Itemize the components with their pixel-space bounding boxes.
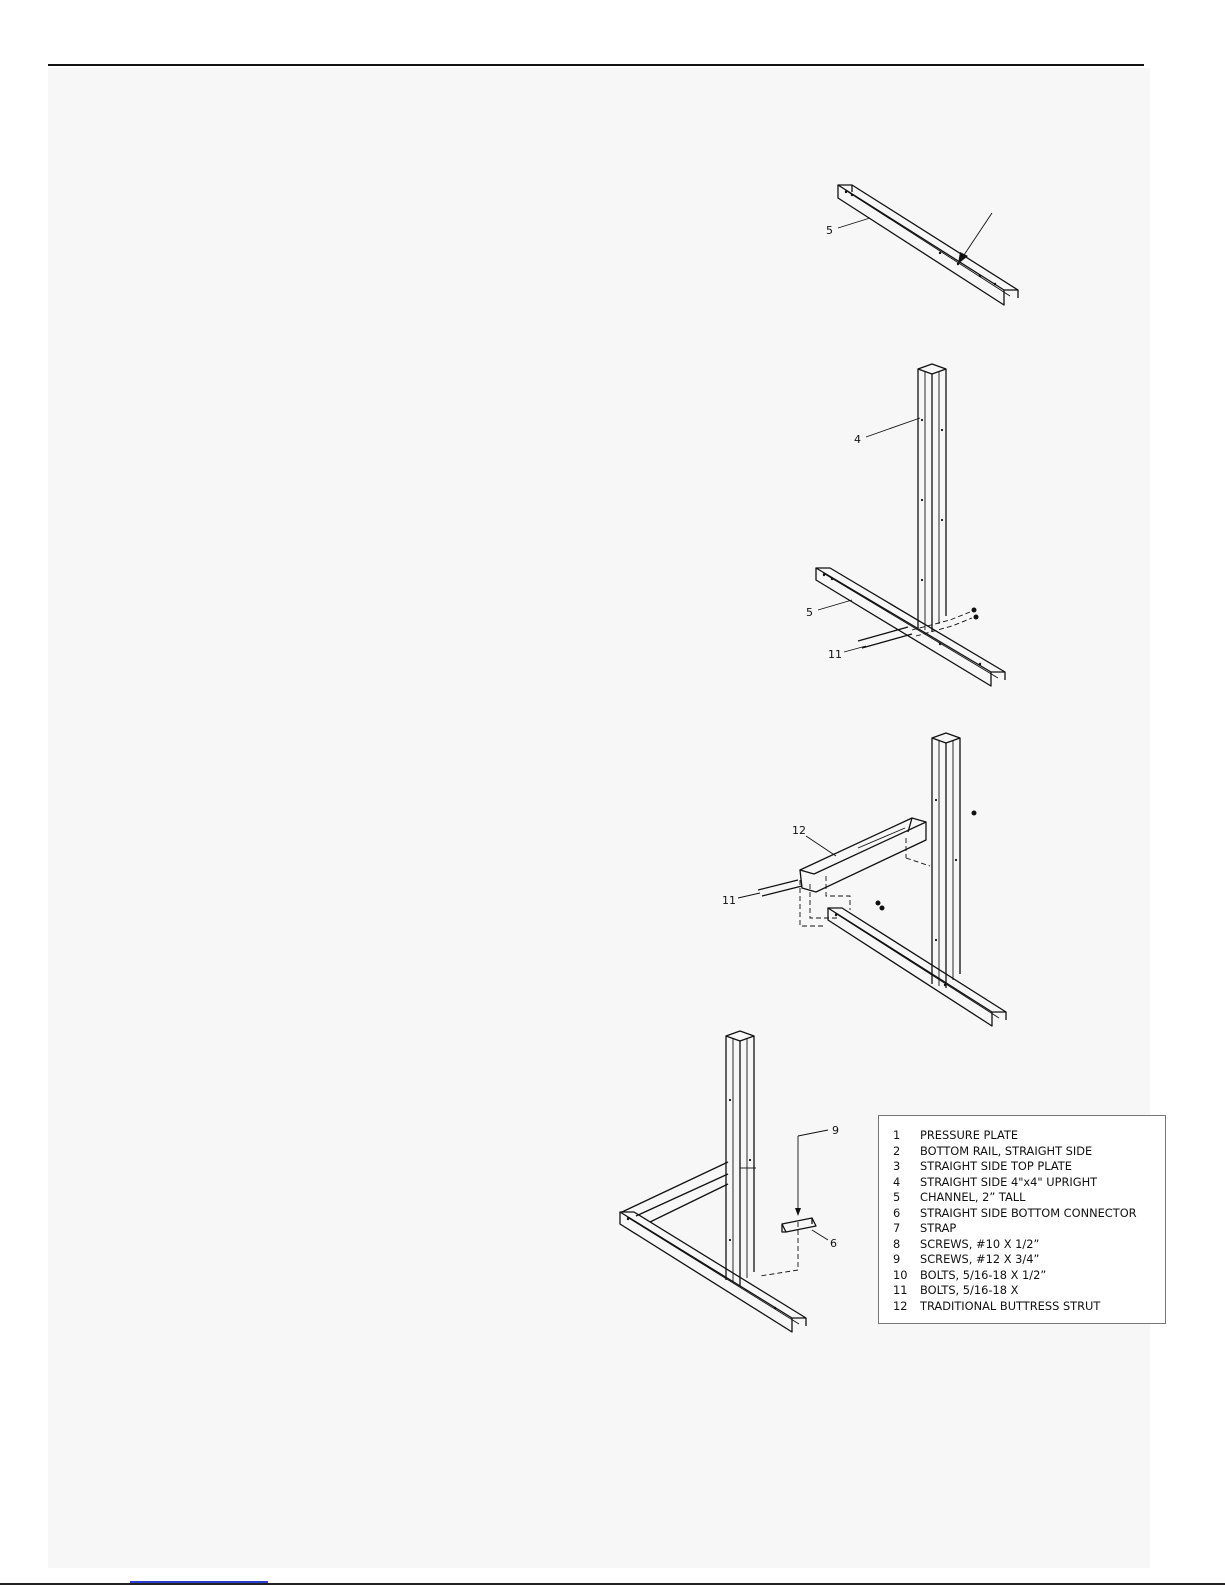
fig1-callout-5: 5 bbox=[826, 224, 833, 237]
legend-label: BOTTOM RAIL, STRAIGHT SIDE bbox=[920, 1144, 1092, 1158]
legend-num: 1 bbox=[893, 1128, 920, 1144]
fig1-arrow-leader bbox=[962, 213, 992, 258]
legend-label: TRADITIONAL BUTTRESS STRUT bbox=[920, 1299, 1100, 1313]
fig2-callout-11: 11 bbox=[828, 648, 842, 661]
legend-num: 2 bbox=[893, 1144, 920, 1160]
fig1-channel-part bbox=[838, 185, 1018, 305]
fig4-bottom-connector bbox=[760, 1130, 828, 1276]
legend-num: 10 bbox=[893, 1268, 920, 1284]
legend-label: STRAP bbox=[920, 1221, 956, 1235]
legend-num: 12 bbox=[893, 1299, 920, 1315]
fig3-bolts bbox=[758, 811, 977, 911]
legend-num: 9 bbox=[893, 1252, 920, 1268]
fig2-upright-part bbox=[918, 364, 946, 632]
fig4-strut-part bbox=[622, 1162, 756, 1222]
fig4-callout-6: 6 bbox=[830, 1237, 837, 1250]
legend-label: BOLTS, 5/16-18 X bbox=[920, 1283, 1018, 1297]
legend-label: PRESSURE PLATE bbox=[920, 1128, 1018, 1142]
legend-label: SCREWS, #12 X 3/4” bbox=[920, 1252, 1039, 1266]
legend-num: 11 bbox=[893, 1283, 920, 1299]
legend-num: 6 bbox=[893, 1206, 920, 1222]
legend-label: STRAIGHT SIDE BOTTOM CONNECTOR bbox=[920, 1206, 1137, 1220]
fig3-leader-12 bbox=[806, 836, 836, 856]
legend-num: 4 bbox=[893, 1175, 920, 1191]
fig3-leader-11 bbox=[738, 893, 760, 898]
legend-num: 8 bbox=[893, 1237, 920, 1253]
fig2-callout-4: 4 bbox=[854, 433, 861, 446]
fig3-callout-12: 12 bbox=[792, 824, 806, 837]
legend-label: STRAIGHT SIDE 4"x4" UPRIGHT bbox=[920, 1175, 1097, 1189]
fig2-leader-4 bbox=[866, 418, 920, 437]
fig1-leader-5 bbox=[838, 218, 870, 228]
fig2-callout-5: 5 bbox=[806, 606, 813, 619]
fig4-channel-part bbox=[620, 1212, 806, 1332]
fig4-callout-9: 9 bbox=[832, 1124, 839, 1137]
fig4-upright-part bbox=[726, 1031, 754, 1286]
fig3-callout-11: 11 bbox=[722, 894, 736, 907]
legend-label: CHANNEL, 2” TALL bbox=[920, 1190, 1025, 1204]
fig2-leader-5 bbox=[818, 600, 852, 610]
legend-num: 7 bbox=[893, 1221, 920, 1237]
legend-label: BOLTS, 5/16-18 X 1/2” bbox=[920, 1268, 1046, 1282]
fig4-leader-6 bbox=[812, 1230, 828, 1240]
legend-num: 3 bbox=[893, 1159, 920, 1175]
fig2-leader-11 bbox=[844, 646, 866, 652]
fig3-strut-part bbox=[800, 818, 930, 926]
legend-label: STRAIGHT SIDE TOP PLATE bbox=[920, 1159, 1072, 1173]
legend-label: SCREWS, #10 X 1/2” bbox=[920, 1237, 1039, 1251]
fig3-upright-part bbox=[932, 733, 960, 988]
legend-num: 5 bbox=[893, 1190, 920, 1206]
fig3-channel-part bbox=[828, 908, 1006, 1026]
fig2-channel-part bbox=[816, 568, 1005, 686]
